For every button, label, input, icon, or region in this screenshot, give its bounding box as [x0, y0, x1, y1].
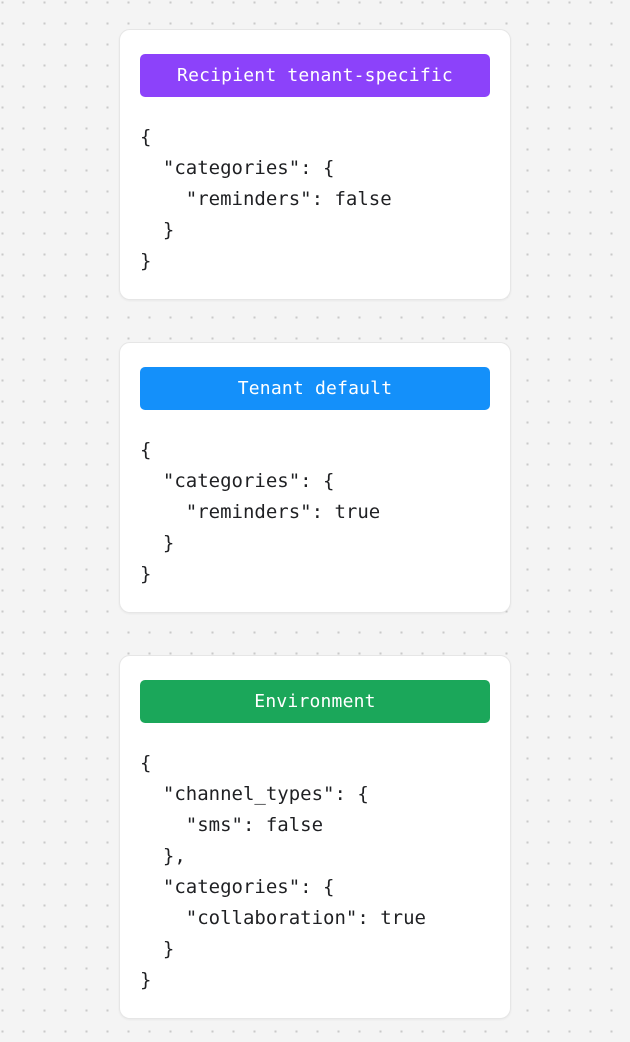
layer-badge-recipient-tenant-specific: Recipient tenant-specific	[140, 54, 490, 97]
layer-json-tenant-default: { "categories": { "reminders": true } }	[140, 439, 381, 585]
layer-badge-environment: Environment	[140, 680, 490, 723]
preference-layer-card: Recipient tenant-specific { "categories"…	[119, 29, 511, 300]
layer-json-environment: { "channel_types": { "sms": false }, "ca…	[140, 752, 426, 991]
preference-layer-card: Environment { "channel_types": { "sms": …	[119, 655, 511, 1019]
preference-layer-card: Tenant default { "categories": { "remind…	[119, 342, 511, 613]
layer-json-recipient-tenant-specific: { "categories": { "reminders": false } }	[140, 126, 392, 272]
layer-badge-tenant-default: Tenant default	[140, 367, 490, 410]
preference-layer-stack: Recipient tenant-specific { "categories"…	[119, 29, 511, 1019]
